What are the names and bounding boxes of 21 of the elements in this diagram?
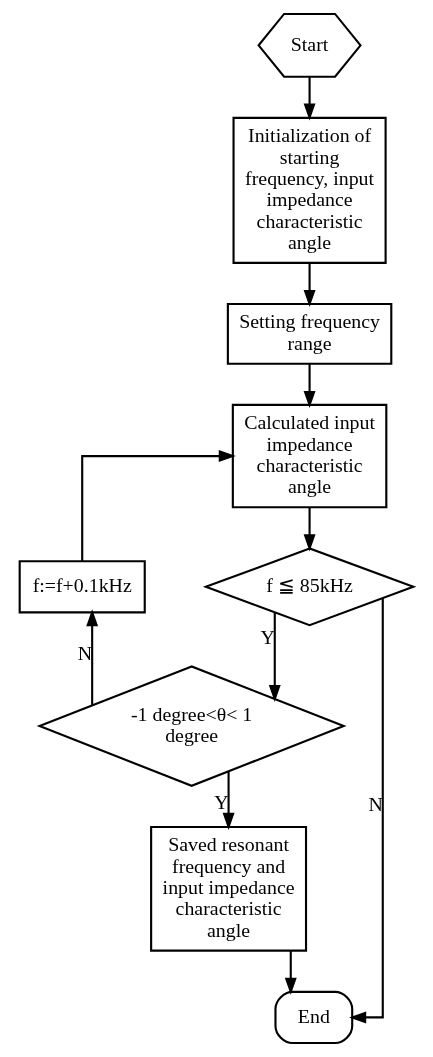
node-diamond: -1 degree<θ< 1 degree [36, 665, 347, 787]
arrow [303, 76, 316, 121]
edge-label: N [368, 793, 383, 816]
node-box: Setting frequency range [226, 302, 393, 365]
arrow [81, 450, 236, 561]
edge-label: Y [260, 625, 275, 648]
arrow [222, 771, 235, 830]
node-diamond: f ≦ 85kHz [202, 547, 417, 627]
arrow [284, 950, 297, 995]
node-box: Saved resonant frequency and input impedance characteristic angle [150, 825, 308, 952]
arrow [86, 609, 99, 705]
arrow [303, 262, 316, 308]
arrow [268, 612, 281, 703]
node-box: Initialization of starting frequency, input impedance characteristic angle [232, 116, 387, 264]
arrow [349, 598, 384, 1024]
arrow [303, 507, 316, 552]
arrow [303, 364, 316, 409]
node-box: Calculated input impedance characteristic angle [231, 403, 388, 509]
node-box: End [274, 990, 354, 1045]
edge-label: Y [214, 790, 229, 813]
node-box: f:=f+0.1kHz [18, 560, 146, 614]
